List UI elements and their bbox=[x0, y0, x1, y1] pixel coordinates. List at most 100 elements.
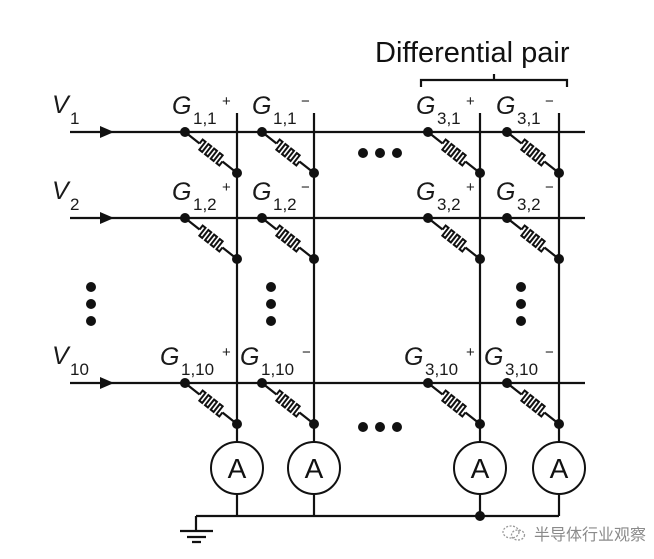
svg-text:A: A bbox=[550, 453, 569, 484]
watermark: 半导体行业观察 bbox=[502, 521, 646, 545]
row-node bbox=[180, 378, 190, 388]
horizontal-ellipsis-top bbox=[358, 148, 402, 158]
input-label-v2: V 2 bbox=[52, 177, 79, 214]
column-node bbox=[309, 254, 319, 264]
svg-text:G: G bbox=[404, 343, 423, 371]
svg-text:−: − bbox=[301, 93, 310, 110]
row-node bbox=[257, 127, 267, 137]
svg-text:G: G bbox=[416, 92, 435, 120]
svg-text:G: G bbox=[252, 178, 271, 206]
svg-text:V: V bbox=[52, 177, 71, 205]
label-g310-minus: G 3,10 − bbox=[484, 343, 554, 379]
svg-text:V: V bbox=[52, 91, 71, 119]
memristor-v1-col3 bbox=[423, 127, 485, 178]
svg-text:3,2: 3,2 bbox=[437, 195, 461, 214]
svg-text:3,1: 3,1 bbox=[517, 109, 541, 128]
column-node bbox=[475, 168, 485, 178]
row-node bbox=[502, 378, 512, 388]
label-g31-plus: G 3,1 + bbox=[416, 92, 475, 128]
column-node bbox=[232, 254, 242, 264]
arrow-icon-v2 bbox=[100, 212, 114, 224]
svg-text:1,2: 1,2 bbox=[193, 195, 217, 214]
svg-text:+: + bbox=[222, 93, 231, 110]
svg-text:G: G bbox=[240, 343, 259, 371]
label-g310-plus: G 3,10 + bbox=[404, 343, 475, 379]
column-node bbox=[309, 419, 319, 429]
watermark-text: 半导体行业观察 bbox=[534, 525, 647, 544]
row-node bbox=[502, 127, 512, 137]
arrow-icon-v1 bbox=[100, 126, 114, 138]
ammeter-1: A bbox=[210, 441, 264, 495]
ammeter-2: A bbox=[287, 441, 341, 495]
memristor-v10-col3 bbox=[423, 378, 485, 429]
vertical-ellipsis-left bbox=[86, 282, 96, 326]
input-label-v1: V 1 bbox=[52, 91, 79, 128]
row-node bbox=[257, 213, 267, 223]
row-wires bbox=[70, 126, 585, 389]
svg-text:G: G bbox=[172, 92, 191, 120]
row-node bbox=[423, 127, 433, 137]
svg-text:G: G bbox=[496, 92, 515, 120]
bus-junction-node bbox=[475, 511, 485, 521]
input-label-v10: V 10 bbox=[52, 342, 89, 379]
label-g12-minus: G 1,2 − bbox=[252, 178, 310, 214]
column-node bbox=[232, 419, 242, 429]
svg-text:+: + bbox=[466, 179, 475, 196]
memristor-v1-col4 bbox=[502, 127, 564, 178]
row-node bbox=[502, 213, 512, 223]
memristor-v1-col1 bbox=[180, 127, 242, 178]
svg-text:G: G bbox=[484, 343, 503, 371]
vertical-ellipsis-right bbox=[516, 282, 526, 326]
column-wires bbox=[235, 113, 561, 516]
svg-text:1,10: 1,10 bbox=[261, 360, 294, 379]
label-g32-plus: G 3,2 + bbox=[416, 178, 475, 214]
svg-text:G: G bbox=[160, 343, 179, 371]
label-g31-minus: G 3,1 − bbox=[496, 92, 554, 128]
svg-text:1,2: 1,2 bbox=[273, 195, 297, 214]
differential-pair-bracket bbox=[419, 74, 569, 87]
wechat-icon bbox=[502, 525, 526, 541]
svg-text:G: G bbox=[172, 178, 191, 206]
svg-text:−: − bbox=[301, 179, 310, 196]
column-node bbox=[475, 419, 485, 429]
svg-text:+: + bbox=[466, 344, 475, 361]
svg-text:A: A bbox=[305, 453, 324, 484]
memristor-v10-col1 bbox=[180, 378, 242, 429]
svg-text:G: G bbox=[252, 92, 271, 120]
svg-text:−: − bbox=[545, 179, 554, 196]
svg-text:V: V bbox=[52, 342, 71, 370]
memristor-v10-col4 bbox=[502, 378, 564, 429]
svg-text:3,1: 3,1 bbox=[437, 109, 461, 128]
label-g110-minus: G 1,10 − bbox=[240, 343, 311, 379]
label-g110-plus: G 1,10 + bbox=[160, 343, 231, 379]
svg-text:3,10: 3,10 bbox=[425, 360, 458, 379]
svg-text:1,1: 1,1 bbox=[273, 109, 297, 128]
vertical-ellipsis-middle bbox=[266, 282, 276, 326]
svg-text:10: 10 bbox=[70, 360, 89, 379]
row-node bbox=[423, 213, 433, 223]
ammeter-3: A bbox=[453, 441, 507, 495]
label-g11-plus: G 1,1 + bbox=[172, 92, 231, 128]
horizontal-ellipsis-bottom bbox=[358, 422, 402, 432]
row-node bbox=[257, 378, 267, 388]
label-g12-plus: G 1,2 + bbox=[172, 178, 231, 214]
ground-icon bbox=[180, 516, 213, 544]
memristor-v2-col3 bbox=[423, 213, 485, 264]
svg-text:3,2: 3,2 bbox=[517, 195, 541, 214]
row-node bbox=[180, 127, 190, 137]
svg-text:A: A bbox=[471, 453, 490, 484]
column-node bbox=[232, 168, 242, 178]
ammeter-4: A bbox=[532, 441, 586, 495]
label-g11-minus: G 1,1 − bbox=[252, 92, 310, 128]
memristor-cells bbox=[180, 127, 564, 429]
svg-text:2: 2 bbox=[70, 195, 79, 214]
column-node bbox=[554, 419, 564, 429]
svg-text:1,10: 1,10 bbox=[181, 360, 214, 379]
row-node bbox=[180, 213, 190, 223]
svg-text:1: 1 bbox=[70, 109, 79, 128]
svg-text:+: + bbox=[222, 344, 231, 361]
svg-text:+: + bbox=[222, 179, 231, 196]
arrow-icon-v10 bbox=[100, 377, 114, 389]
label-g32-minus: G 3,2 − bbox=[496, 178, 554, 214]
